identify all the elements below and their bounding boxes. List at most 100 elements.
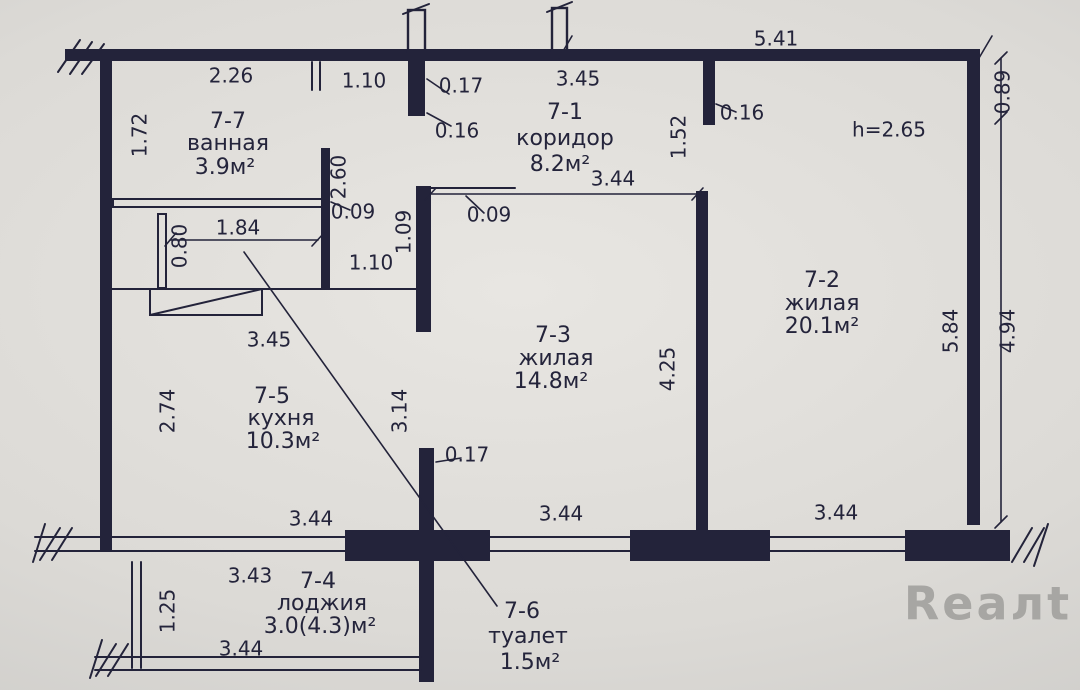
room-name: жилая xyxy=(519,346,594,371)
dim-label: 0.89 xyxy=(991,70,1015,115)
dim-label: 3.43 xyxy=(228,564,273,588)
cut-mark xyxy=(89,639,103,679)
room-label-7-7: 7-7 ванная 3.9м² xyxy=(187,109,269,180)
wall-right xyxy=(967,55,980,525)
duct-box xyxy=(149,288,263,316)
dim-label: 1.72 xyxy=(128,113,152,158)
realt-watermark-logo: Reaлt xyxy=(904,577,1072,631)
room-label-7-6: 7-6 туалет 1.5м² xyxy=(488,599,568,675)
room-area: 1.5м² xyxy=(500,650,560,675)
room-id: 7-2 xyxy=(804,268,840,293)
dim-tick xyxy=(558,35,573,59)
duct-diagonal xyxy=(149,288,263,316)
hatch-line xyxy=(1011,527,1033,563)
room-area: 10.3м² xyxy=(246,429,320,454)
dim-tick xyxy=(424,187,437,201)
dim-label: 3.45 xyxy=(556,67,601,91)
dim-label: 0.09 xyxy=(331,200,376,224)
dim-label: 3.44 xyxy=(289,507,334,531)
vent-shaft-2 xyxy=(546,1,573,53)
dim-label: 1.10 xyxy=(349,251,394,275)
dim-tick xyxy=(311,232,325,247)
room-label-7-2: 7-2 жилая 20.1м² xyxy=(785,268,860,339)
room-name: жилая xyxy=(785,291,860,316)
dim-label: 4.25 xyxy=(656,347,680,392)
hatch-line xyxy=(51,527,73,561)
wall-toilet xyxy=(157,213,167,289)
wall-room2-room3 xyxy=(696,191,708,532)
room-area: 3.0(4.3)м² xyxy=(264,614,377,639)
dim-label: 0.17 xyxy=(445,443,490,467)
leader-009-left xyxy=(330,201,351,211)
room-id: 7-7 xyxy=(210,109,246,134)
wall-top xyxy=(65,49,980,61)
dim-tick xyxy=(978,35,993,59)
room-label-7-3: 7-3 жилая 14.8м² xyxy=(514,323,594,394)
room-area: 14.8м² xyxy=(514,369,588,394)
dim-label: 0.16 xyxy=(435,119,480,143)
loggia-walls xyxy=(89,561,422,679)
dim-label: 5.84 xyxy=(939,309,963,354)
dimension-labels-vertical: 1.72 2.60 0.80 1.09 1.52 0.89 5.84 4.94 … xyxy=(128,70,1020,634)
leader-016-stub xyxy=(715,103,737,113)
dim-label: 1.09 xyxy=(392,210,416,255)
room-name: туалет xyxy=(488,624,568,649)
room-name: коридор xyxy=(516,126,614,151)
wall-pier xyxy=(905,530,1010,561)
hatch-line xyxy=(1023,527,1045,563)
dim-label: 3.44 xyxy=(539,502,584,526)
dim-label: 4.94 xyxy=(996,309,1020,354)
hatch-line xyxy=(107,643,129,677)
wall-bathroom-bottom xyxy=(112,198,323,208)
dim-tick xyxy=(994,515,1008,529)
dim-label: 0.16 xyxy=(720,101,765,125)
dim-label: 3.45 xyxy=(247,328,292,352)
dim-label: 2.60 xyxy=(327,155,351,200)
top-left-hatching xyxy=(57,39,105,75)
vent-wall xyxy=(408,60,425,116)
room-label-7-5: 7-5 кухня 10.3м² xyxy=(246,384,320,454)
leader-009-right xyxy=(465,195,485,214)
wall-pier xyxy=(630,530,770,561)
dim-label: 0.17 xyxy=(439,74,484,98)
vent-shaft-1 xyxy=(402,3,430,116)
room-area: 3.9м² xyxy=(195,155,255,180)
wall-pier xyxy=(345,530,490,561)
dim-label: 2.26 xyxy=(209,64,254,88)
dim-tick xyxy=(164,232,177,247)
bottom-wall-windows xyxy=(32,523,1049,567)
dim-label: 3.44 xyxy=(219,637,264,661)
leader-toilet xyxy=(243,251,498,607)
dim-label: 3.44 xyxy=(814,501,859,525)
dim-label: 0.80 xyxy=(168,224,192,269)
dim-label: 1.52 xyxy=(667,115,691,160)
room-name: лоджия xyxy=(277,591,367,616)
room-labels: 7-7 ванная 3.9м² 7-1 коридор 8.2м² 7-2 ж… xyxy=(187,100,926,675)
vent-cut-mark xyxy=(546,1,573,13)
hatch-line xyxy=(39,527,61,561)
dim-label: 1.25 xyxy=(156,589,180,634)
dimension-labels-horizontal: 2.26 1.10 0.17 3.45 5.41 0.16 0.16 3.44 … xyxy=(209,27,859,661)
dim-label: 0.09 xyxy=(467,203,512,227)
ceiling-height-note: h=2.65 xyxy=(852,118,926,142)
dim-label: 3.14 xyxy=(388,389,412,434)
wall-left xyxy=(100,49,112,552)
room-area: 20.1м² xyxy=(785,314,859,339)
room-id: 7-1 xyxy=(547,100,583,125)
cut-mark xyxy=(32,523,46,563)
leader-017-bottom xyxy=(435,457,462,463)
room-id: 7-5 xyxy=(254,384,290,409)
wall-bathroom-right xyxy=(321,148,330,290)
dim-tick xyxy=(994,111,1008,125)
hatch-line xyxy=(81,43,105,75)
room-name: ванная xyxy=(187,131,269,156)
hatch-line xyxy=(95,643,117,677)
wall-kitchen-lower xyxy=(419,448,434,682)
dim-tick xyxy=(994,51,1008,65)
room-area: 8.2м² xyxy=(530,152,590,177)
room-label-7-1: 7-1 коридор 8.2м² xyxy=(516,100,614,177)
outer-walls xyxy=(65,49,980,552)
dim-label: 1.10 xyxy=(342,69,387,93)
dimension-lines xyxy=(164,35,1008,607)
